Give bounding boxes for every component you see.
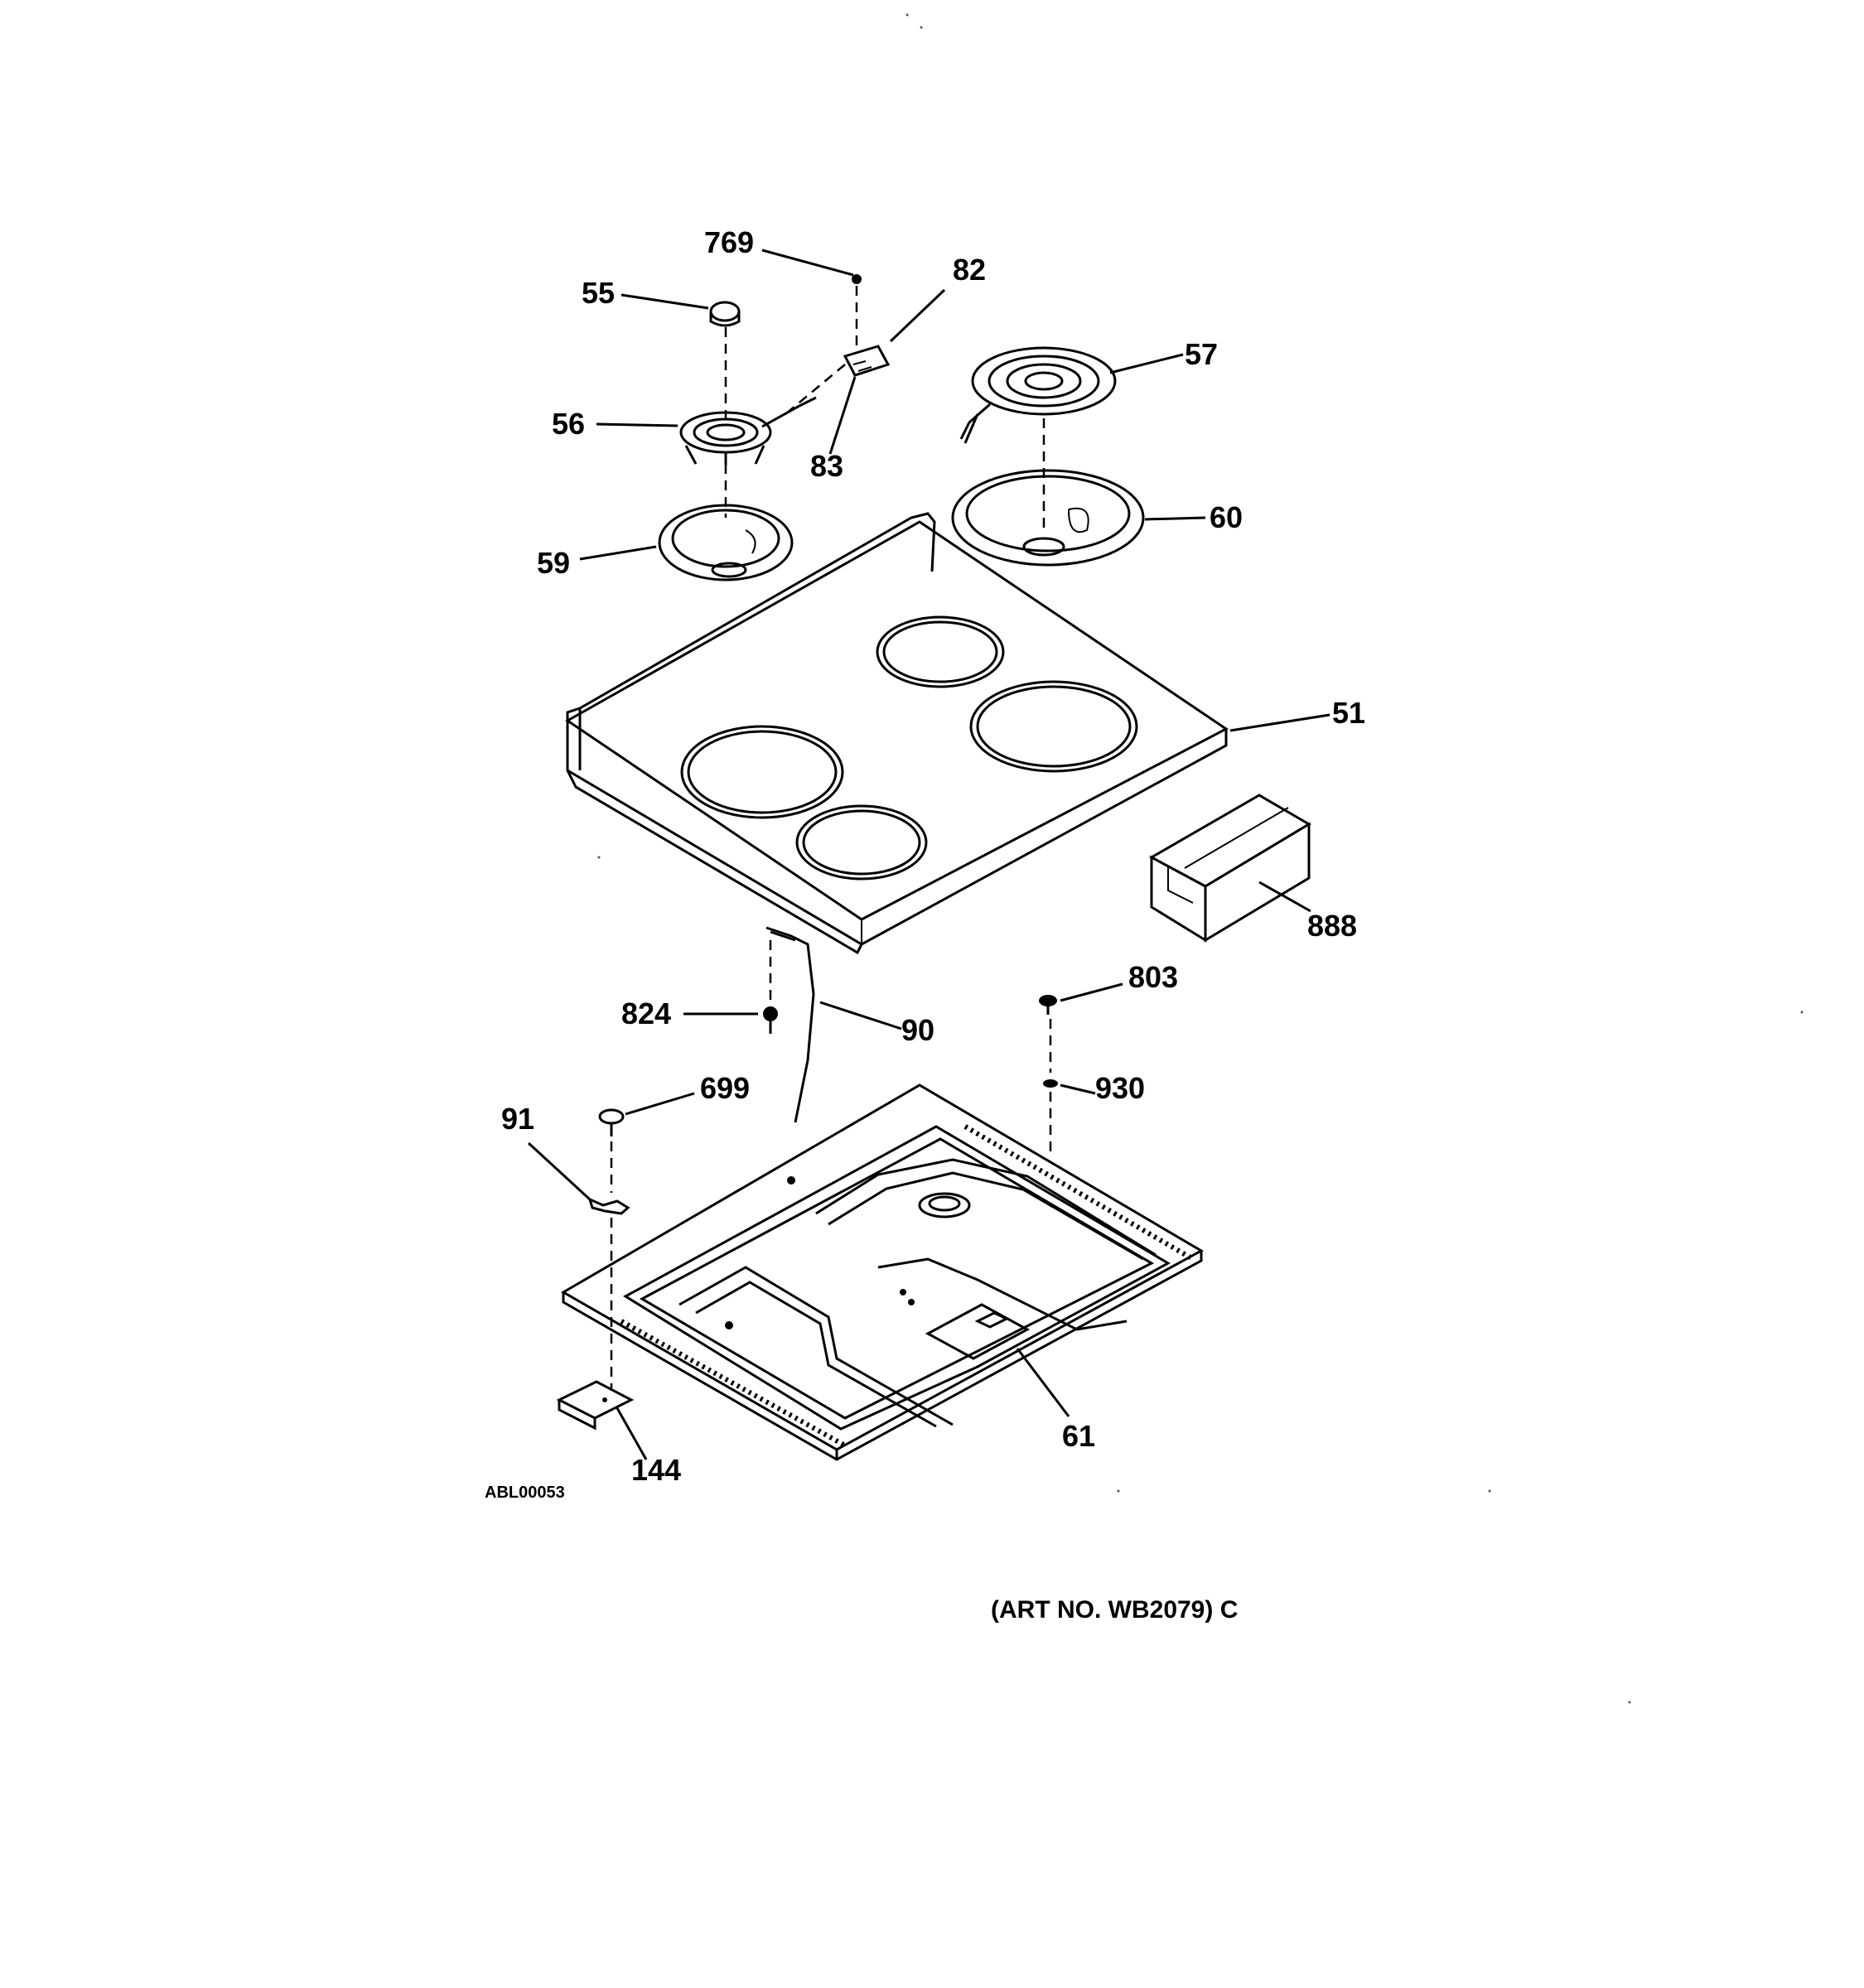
callout-57: 57 — [1185, 337, 1218, 371]
part-90-wire — [765, 926, 815, 1123]
part-144-bracket — [556, 1380, 635, 1431]
callout-60: 60 — [1210, 500, 1243, 534]
part-824-screw — [763, 1006, 778, 1034]
part-803-screw — [1039, 995, 1057, 1015]
callout-930: 930 — [1095, 1071, 1145, 1105]
part-769-screw — [852, 274, 862, 284]
leader-lines — [527, 248, 1330, 1460]
callout-59: 59 — [537, 546, 570, 580]
art-number: (ART NO. WB2079) C — [991, 1596, 1238, 1624]
callout-769: 769 — [704, 225, 754, 259]
part-55-cap — [709, 301, 741, 327]
callout-82: 82 — [953, 253, 986, 287]
callout-91: 91 — [501, 1102, 534, 1136]
part-888-box — [1148, 794, 1311, 943]
callout-61: 61 — [1062, 1419, 1095, 1453]
part-91-clip — [587, 1197, 630, 1215]
callout-51: 51 — [1332, 696, 1365, 730]
part-930-washer — [1043, 1079, 1058, 1088]
part-59-small-drip-pan — [658, 504, 794, 581]
scan-specks — [597, 13, 1804, 1704]
callout-83: 83 — [810, 449, 843, 483]
part-82-83-receptacle — [843, 345, 891, 377]
callout-824: 824 — [621, 996, 671, 1030]
callout-55: 55 — [582, 276, 615, 310]
callout-56: 56 — [552, 407, 585, 441]
drawing-code: ABL00053 — [485, 1484, 565, 1502]
callout-888: 888 — [1307, 909, 1357, 943]
callout-699: 699 — [700, 1071, 750, 1105]
part-57-large-surface-element — [959, 346, 1117, 444]
part-56-small-surface-element — [679, 396, 817, 466]
callout-144: 144 — [631, 1453, 681, 1487]
part-61-bottom-pan — [561, 1083, 1205, 1461]
part-60-large-drip-pan — [951, 469, 1145, 567]
callout-90: 90 — [901, 1013, 934, 1047]
callout-803: 803 — [1128, 960, 1178, 994]
part-699-screw — [598, 1108, 625, 1136]
part-51-cooktop — [565, 512, 1229, 955]
